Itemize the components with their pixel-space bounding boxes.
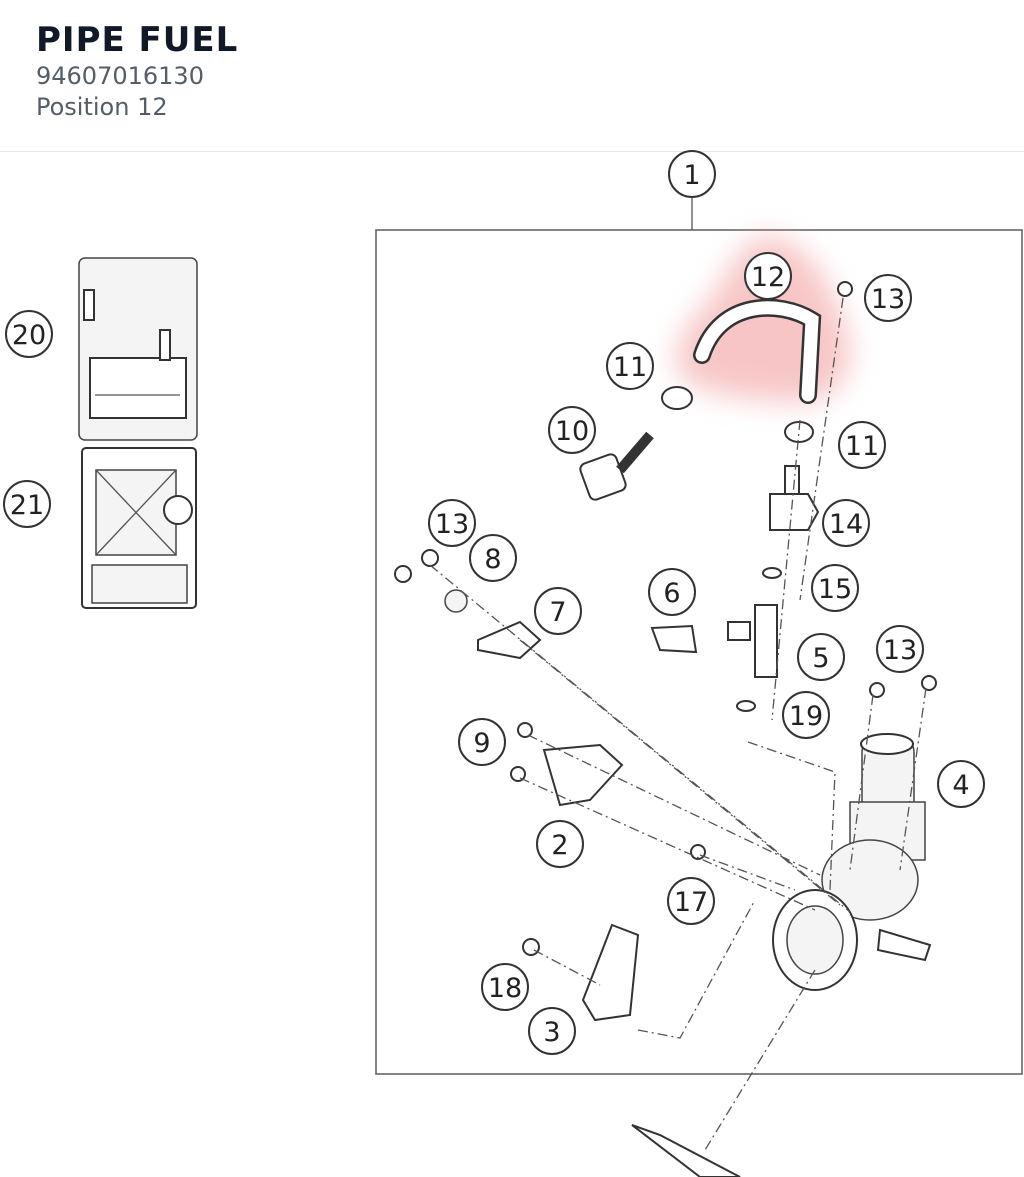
leader-lines (429, 297, 927, 1151)
svg-text:18: 18 (488, 973, 522, 1004)
callout-5: 5 (797, 633, 845, 681)
position-label: Position 12 (36, 93, 168, 121)
callout-15: 15 (811, 564, 859, 612)
svg-text:3: 3 (543, 1017, 560, 1048)
svg-text:13: 13 (871, 284, 905, 315)
svg-text:11: 11 (845, 431, 879, 462)
svg-text:1: 1 (683, 160, 700, 191)
svg-text:7: 7 (549, 597, 566, 628)
callout-9: 9 (458, 718, 506, 766)
callout-17: 17 (667, 877, 715, 925)
svg-text:12: 12 (751, 262, 785, 293)
svg-text:13: 13 (883, 635, 917, 666)
svg-text:15: 15 (818, 574, 852, 605)
svg-text:17: 17 (674, 887, 708, 918)
callout-18: 18 (481, 963, 529, 1011)
ecu-bracket-part (81, 447, 197, 609)
callout-13-top: 13 (864, 274, 912, 322)
svg-text:20: 20 (12, 320, 46, 351)
svg-text:21: 21 (10, 490, 44, 521)
callout-1: 1 (668, 150, 716, 198)
svg-text:10: 10 (555, 416, 589, 447)
callout-10: 10 (548, 406, 596, 454)
throttle-body-part (772, 733, 932, 991)
callout-19: 19 (782, 691, 830, 739)
svg-text:19: 19 (789, 701, 823, 732)
svg-text:14: 14 (829, 509, 863, 540)
callout-13-right: 13 (876, 625, 924, 673)
header: PIPE FUEL 94607016130 Position 12 (0, 0, 1024, 152)
svg-text:5: 5 (812, 643, 829, 674)
svg-text:2: 2 (551, 830, 568, 861)
callout-12: 12 (744, 252, 792, 300)
svg-text:13: 13 (435, 509, 469, 540)
callout-14: 14 (822, 499, 870, 547)
part-number: 94607016130 (36, 62, 204, 90)
callout-11-left: 11 (606, 342, 654, 390)
callout-20: 20 (5, 310, 53, 358)
callout-4: 4 (937, 760, 985, 808)
svg-text:9: 9 (473, 728, 490, 759)
callout-13-left: 13 (428, 499, 476, 547)
ecu-module-part (78, 257, 198, 441)
callout-6: 6 (648, 568, 696, 616)
callout-3: 3 (528, 1007, 576, 1055)
svg-text:8: 8 (484, 544, 501, 575)
callout-7: 7 (534, 587, 582, 635)
callout-markers: 1 20 12 13 11 10 11 21 13 14 8 15 7 6 5 … (3, 150, 985, 1055)
part-title: PIPE FUEL (36, 20, 239, 60)
callout-11-right: 11 (838, 421, 886, 469)
callout-8: 8 (469, 534, 517, 582)
callout-2: 2 (536, 820, 584, 868)
svg-text:4: 4 (952, 770, 969, 801)
svg-text:6: 6 (663, 578, 680, 609)
callout-21: 21 (3, 480, 51, 528)
svg-text:11: 11 (613, 352, 647, 383)
assembly-frame (375, 229, 1023, 1075)
